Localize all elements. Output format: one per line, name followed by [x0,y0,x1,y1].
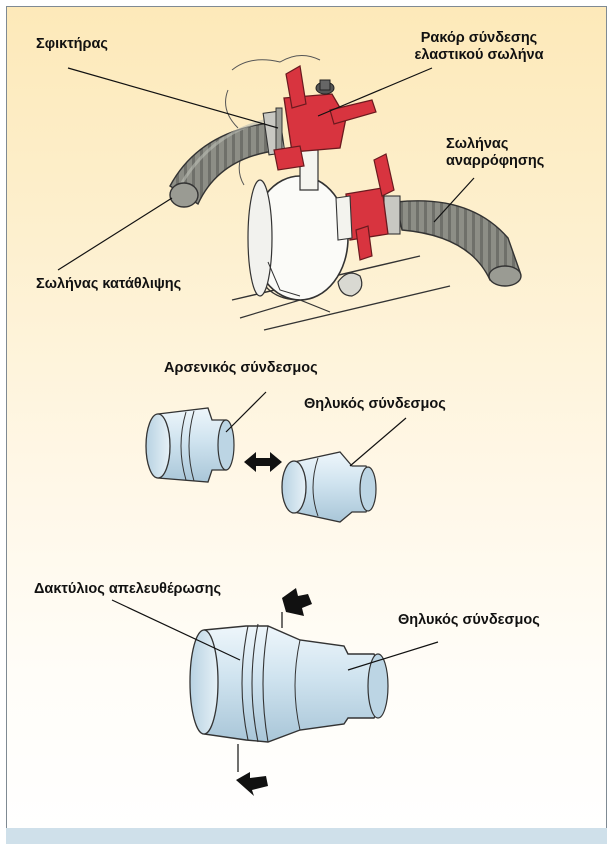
label-discharge-hose: Σωλήνας κατάθλιψης [36,276,181,293]
label-release-ring: Δακτύλιος απελευθέρωσης [34,581,221,598]
label-hose-fitting-line2: ελαστικού σωλήνα [378,47,580,64]
pump-illustration [226,55,450,330]
label-suction-hose-line2: αναρρόφησης [446,153,544,170]
label-female-coupling-bottom: Θηλυκός σύνδεσμος [398,612,540,629]
label-hose-fitting: Ρακόρ σύνδεσης ελαστικού σωλήνα [378,30,580,64]
female-coupling [282,452,376,522]
joined-coupling [190,624,388,742]
label-suction-hose-line1: Σωλήνας [446,136,544,153]
label-hose-fitting-line1: Ρακόρ σύνδεσης [378,30,580,47]
hose-fitting-red [274,66,376,170]
suction-hose [384,196,521,286]
label-male-coupling: Αρσενικός σύνδεσμος [164,360,318,377]
label-clamp: Σφικτήρας [36,36,108,53]
connect-arrow [244,452,282,472]
male-coupling-leader [226,392,266,432]
label-suction-hose: Σωλήνας αναρρόφησης [446,136,544,170]
male-coupling [146,408,234,482]
label-female-coupling-top: Θηλυκός σύνδεσμος [304,396,446,413]
female-coupling-leader [350,418,406,466]
